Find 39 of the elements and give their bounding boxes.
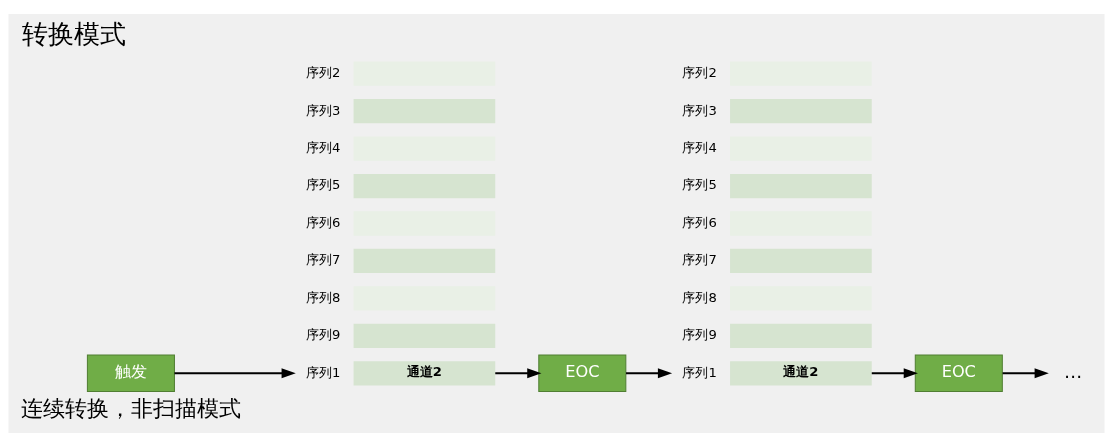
arrow <box>871 368 918 379</box>
node-box <box>730 323 872 348</box>
node-box: 通道2 <box>730 361 872 386</box>
arrow <box>495 368 542 379</box>
node-label: 序列4 <box>306 140 341 156</box>
node-label: 序列3 <box>306 102 341 118</box>
node-box: 通道2 <box>353 361 496 386</box>
node-label: 序列2 <box>682 65 717 81</box>
node-box <box>353 323 496 348</box>
node-box <box>730 99 872 124</box>
node-box <box>353 248 496 274</box>
node-label: 序列9 <box>682 327 717 343</box>
node-box <box>730 248 872 274</box>
node-box: EOC <box>538 354 627 392</box>
node-box <box>353 173 496 199</box>
node-text: … <box>1064 360 1083 382</box>
node-label: 序列5 <box>682 177 717 193</box>
node-label: 序列1 <box>306 364 341 380</box>
node-box <box>730 173 872 199</box>
arrow <box>174 368 296 379</box>
node-label: 序列5 <box>306 177 341 193</box>
node-label: 序列2 <box>306 65 341 81</box>
node-label: 序列3 <box>682 102 717 118</box>
node-label: 序列6 <box>306 214 341 230</box>
node-box: 触发 <box>86 354 175 392</box>
node-box: EOC <box>914 354 1003 392</box>
node-label: 序列7 <box>306 252 341 268</box>
node-label: 序列9 <box>306 327 341 343</box>
diagram-title: 转换模式 <box>22 19 127 50</box>
node-label: 序列8 <box>682 289 717 305</box>
label: 连续转换，非扫描模式 <box>20 395 241 422</box>
arrow <box>626 368 673 379</box>
node-label: 序列8 <box>306 289 341 305</box>
node-box <box>353 99 496 124</box>
arrow <box>1002 368 1049 379</box>
node-label: 序列6 <box>682 214 717 230</box>
node-label: 序列1 <box>682 364 717 380</box>
node-label: 序列7 <box>682 252 717 268</box>
node-label: 序列4 <box>682 140 717 156</box>
